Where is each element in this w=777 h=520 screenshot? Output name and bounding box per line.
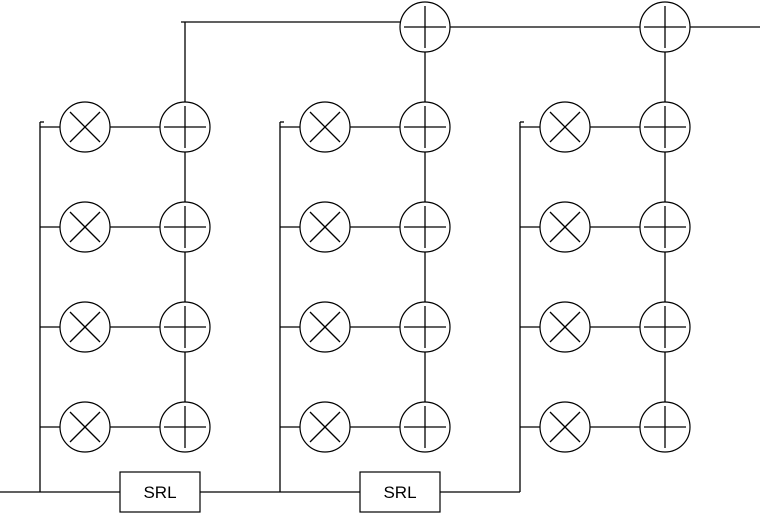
multiplier-cross [309, 311, 341, 343]
srl-delay-box [119, 471, 201, 513]
multiplier-cross [69, 311, 101, 343]
multiplier-cross [309, 111, 341, 143]
multiplier-cross [69, 411, 101, 443]
srl-label: SRL [383, 483, 416, 502]
multiplier-cross [549, 111, 581, 143]
multiplier-cross [69, 111, 101, 143]
multiplier-cross [549, 311, 581, 343]
multiplier-cross [549, 411, 581, 443]
multiplier-cross [549, 211, 581, 243]
multiplier-cross [309, 411, 341, 443]
srl-label: SRL [143, 483, 176, 502]
srl-delay-box [359, 471, 441, 513]
multiplier-cross [69, 211, 101, 243]
multiplier-cross [309, 211, 341, 243]
